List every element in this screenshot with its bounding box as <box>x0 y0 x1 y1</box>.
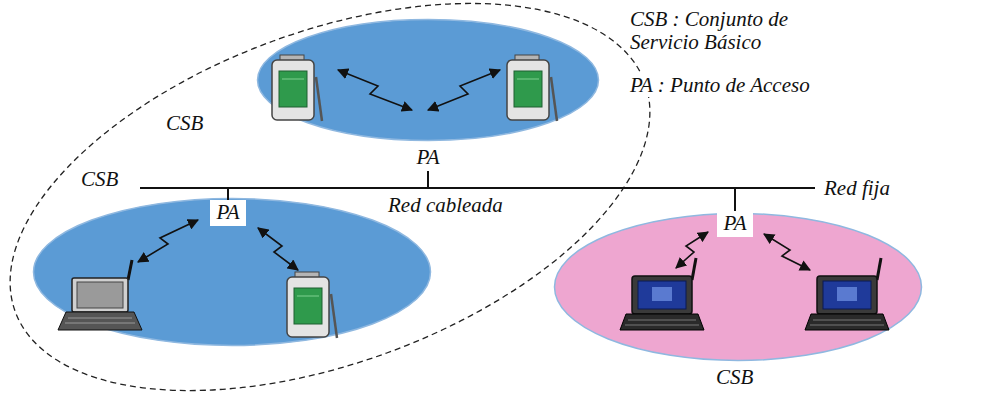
set-heading: CSB <box>78 168 121 191</box>
set-heading: CSB <box>713 366 756 389</box>
pda-device <box>287 272 337 338</box>
group-outline <box>0 0 702 394</box>
pda-device <box>272 55 322 121</box>
network-label: Red fija <box>822 177 892 200</box>
network-label: Red cableada <box>386 194 505 217</box>
access-point-box: PA <box>410 145 447 170</box>
pda-device <box>507 55 557 121</box>
set-heading: CSB <box>163 112 206 135</box>
legend-definition: CSB : Conjunto de Servicio Básico <box>628 8 847 54</box>
legend-definition: PA : Punto de Acceso <box>628 74 892 97</box>
access-point-box: PA <box>210 200 247 225</box>
ellipse-shape <box>258 20 599 141</box>
access-point-label: PA <box>417 146 440 169</box>
access-point-label: PA <box>217 201 240 224</box>
access-point-label: PA <box>724 212 747 235</box>
access-point-box: PA <box>717 211 754 236</box>
ellipse-shape <box>34 199 431 346</box>
